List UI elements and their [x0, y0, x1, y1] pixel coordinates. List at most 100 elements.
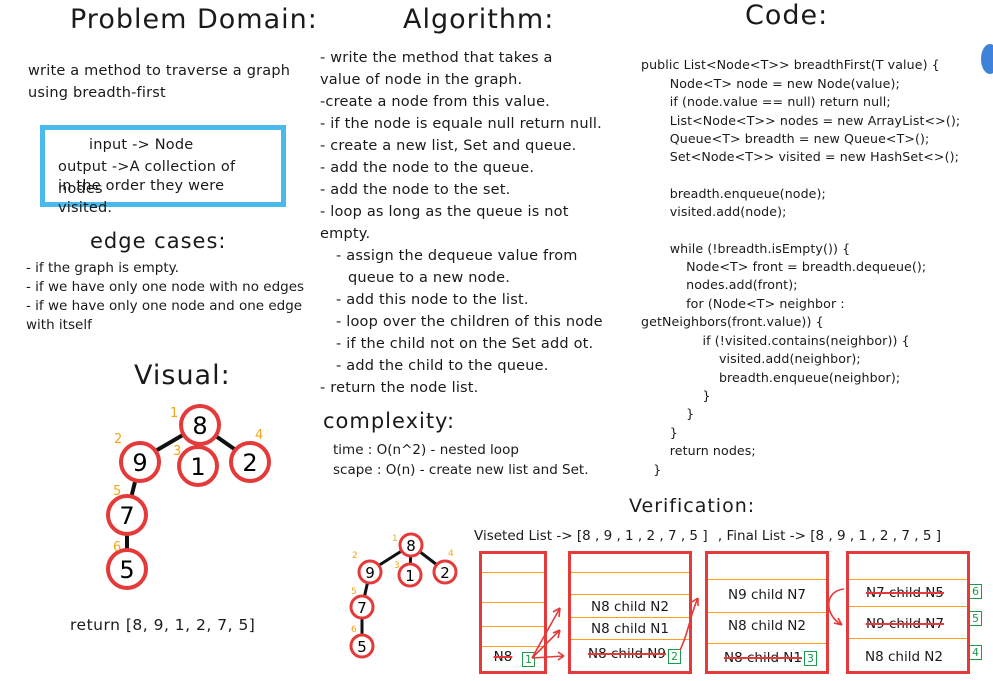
order-label: 2	[114, 432, 122, 447]
space-complexity: scape : O(n) - create new list and Set.	[333, 462, 589, 478]
graph-node-label: 1	[190, 453, 205, 481]
step-badge: 5	[969, 611, 982, 626]
algorithm-step: queue to a new node.	[348, 270, 511, 286]
code-line: return nodes;	[641, 443, 756, 459]
verification-heading: Verification:	[629, 495, 756, 517]
queue-item: N9 child N7	[865, 616, 944, 632]
queue-item: N8 child N2	[727, 618, 806, 634]
step-badge: 2	[668, 649, 681, 664]
queue-item: N9 child N7	[727, 587, 806, 603]
code-line: }	[641, 424, 678, 440]
graph-node: 5	[106, 548, 148, 590]
edge-case-item: - if the graph is empty.	[26, 260, 179, 276]
code-line: public List<Node<T>> breadthFirst(T valu…	[641, 57, 940, 73]
return-text: return [8, 9, 1, 2, 7, 5]	[70, 616, 256, 634]
code-line: breadth.enqueue(node);	[641, 185, 826, 201]
arrow-icon	[828, 588, 845, 626]
input-label: input -> Node	[89, 137, 194, 153]
queue-item: N8 child N1	[590, 621, 669, 637]
algorithm-step: - assign the dequeue value from	[336, 248, 578, 264]
code-line: visited.add(node);	[641, 204, 787, 220]
graph-node: 8	[398, 532, 424, 558]
graph-node: 5	[349, 633, 375, 659]
algorithm-step: - add the node to the queue.	[320, 160, 535, 176]
problem-description-line: using breadth-first	[28, 85, 166, 101]
visual-heading: Visual:	[134, 360, 231, 391]
graph-node: 1	[397, 562, 423, 588]
order-label: 5	[351, 587, 357, 597]
queue-item: N8 child N1	[723, 650, 802, 666]
graph-node: 7	[349, 594, 375, 620]
code-line: for (Node<T> neighbor :	[641, 295, 845, 311]
edge-case-item: - if we have only one node and one edge	[26, 298, 303, 314]
graph-node-label: 2	[242, 449, 257, 477]
step-badge: 3	[804, 651, 817, 666]
order-label: 1	[392, 534, 398, 544]
code-block: public List<Node<T>> breadthFirst(T valu…	[641, 38, 960, 497]
queue-item: N7 child N5	[865, 585, 944, 601]
step-badge: 1	[522, 652, 535, 667]
order-label: 6	[351, 625, 357, 635]
algorithm-steps: - write the method that takes a value of…	[320, 47, 640, 399]
code-line: List<Node<T>> nodes = new ArrayList<>();	[641, 112, 961, 128]
algorithm-step: - if the node is equale null return null…	[320, 116, 602, 132]
problem-domain-heading: Problem Domain:	[70, 4, 318, 35]
order-label: 3	[173, 444, 181, 459]
queue-item: N8	[493, 649, 513, 665]
final-list-text: , Final List -> [8 , 9 , 1 , 2 , 7 , 5 ]	[717, 528, 941, 544]
order-label: 6	[113, 540, 121, 555]
edge-case-item: with itself	[26, 317, 92, 333]
problem-description: write a method to traverse a graph using…	[28, 60, 290, 104]
algorithm-step: - return the node list.	[320, 380, 479, 396]
graph-node-label: 5	[119, 556, 134, 584]
requeue-arrow	[828, 588, 845, 626]
code-line: }	[641, 461, 662, 477]
graph-node: 2	[432, 559, 458, 585]
graph-node: 9	[119, 441, 161, 483]
order-label: 5	[113, 484, 121, 499]
algorithm-step: empty.	[320, 226, 371, 242]
graph-node-label: 7	[357, 599, 367, 617]
queue-state-4: N7 child N5 N9 child N7 N8 child N2	[846, 551, 970, 674]
arrow-icon	[531, 651, 565, 661]
queue-state-1: N8 1	[479, 551, 547, 674]
order-label: 1	[170, 406, 178, 421]
edge-case-item: - if we have only one node with no edges	[26, 279, 305, 295]
graph-node: 9	[357, 559, 383, 585]
arrow-icon	[679, 597, 699, 651]
queue-item: N8 child N2	[864, 649, 943, 665]
graph-node: 7	[106, 494, 148, 536]
code-line: Node<T> node = new Node(value);	[641, 75, 900, 91]
algorithm-step: - create a new list, Set and queue.	[320, 138, 577, 154]
edge-cases-list: - if the graph is empty. - if we have on…	[26, 259, 304, 335]
code-line: getNeighbors(front.value)) {	[641, 314, 824, 330]
time-complexity: time : O(n^2) - nested loop	[333, 442, 519, 458]
code-line: }	[641, 406, 695, 422]
queue-arrows	[531, 597, 699, 661]
order-label: 3	[394, 561, 400, 571]
queue-item: N8 child N2	[590, 599, 669, 615]
algorithm-step: - loop over the children of this node	[336, 314, 603, 330]
io-box: input -> Node output ->A collection of n…	[40, 125, 286, 216]
code-line	[641, 167, 960, 185]
graph-node-label: 5	[357, 638, 367, 656]
graph-node: 1	[177, 445, 219, 487]
algorithm-step: - add this node to the list.	[336, 292, 529, 308]
code-line: Set<Node<T>> visited = new HashSet<>();	[641, 149, 959, 165]
arrow-icon	[531, 607, 561, 659]
code-line: }	[641, 387, 711, 403]
code-line: if (node.value == null) return null;	[641, 94, 891, 110]
algorithm-heading: Algorithm:	[403, 4, 555, 35]
algorithm-step: - add the child to the queue.	[336, 358, 549, 374]
queue-item: N8 child N9	[587, 646, 666, 662]
code-line: while (!breadth.isEmpty()) {	[641, 240, 851, 256]
edge-cases-heading: edge cases:	[90, 229, 227, 253]
code-heading: Code:	[745, 0, 829, 31]
output-label-cont: in the order they were visited.	[58, 178, 225, 216]
graph-node-label: 9	[132, 449, 147, 477]
complexity-heading: complexity:	[323, 409, 456, 433]
code-line: nodes.add(front);	[641, 277, 798, 293]
graph-node-label: 1	[405, 567, 415, 585]
algorithm-step: - add the node to the set.	[320, 182, 511, 198]
queue-state-3: N9 child N7 N8 child N2 N8 child N1 3	[705, 551, 829, 674]
